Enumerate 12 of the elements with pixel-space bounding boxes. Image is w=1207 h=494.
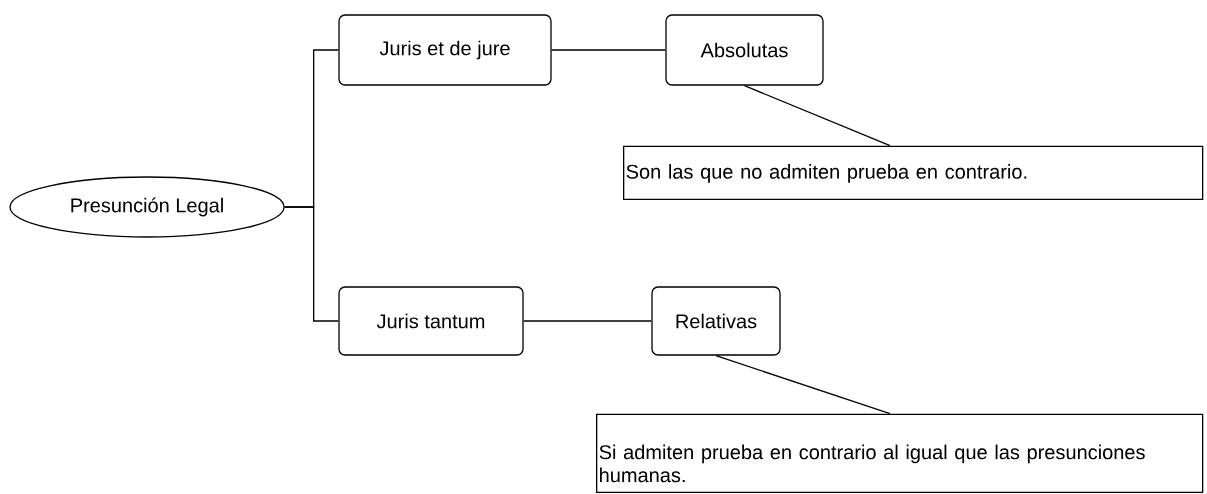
rounded-box: Juris tantum — [338, 286, 524, 356]
connector-line — [551, 49, 666, 51]
rounded-box: Relativas — [651, 286, 781, 356]
note-box: Son las que no admiten prueba en contrario. — [623, 145, 1204, 200]
note-box: Si admiten prueba en contrario al igual que las presunciones humanas. — [596, 413, 1204, 493]
rounded-box: Juris et de jure — [338, 14, 552, 86]
connector-line — [743, 85, 891, 147]
ellipse-node: Presunción Legal — [9, 176, 285, 238]
connector-line — [523, 320, 652, 322]
connector-line — [715, 355, 891, 415]
connector-line — [284, 206, 339, 322]
rounded-box: Absolutas — [665, 14, 824, 86]
